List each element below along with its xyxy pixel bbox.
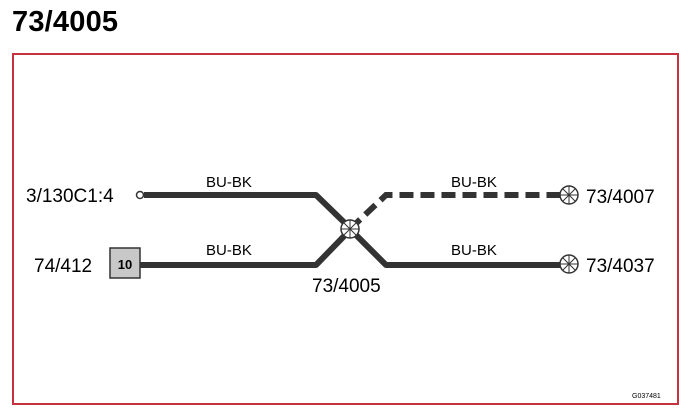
wire-color-label-right-bottom: BU-BK [451, 242, 497, 259]
splice-label: 73/4005 [312, 276, 381, 297]
connector-label-left-top: 3/130C1:4 [26, 186, 114, 207]
wire-color-label-left-top: BU-BK [206, 174, 252, 191]
wire-color-label-right-top: BU-BK [451, 174, 497, 191]
splice-icon[interactable] [340, 219, 360, 239]
connector-label-left-bottom: 74/412 [34, 256, 92, 277]
wire-left-top[interactable] [144, 192, 353, 231]
page-title: 73/4005 [12, 6, 119, 38]
figure-code: G037481 [632, 393, 661, 400]
terminal-left-top-icon[interactable] [135, 190, 145, 200]
terminal-right-top-icon[interactable] [559, 185, 579, 205]
wire-color-label-left-bottom: BU-BK [206, 242, 252, 259]
connector-label-right-top: 73/4007 [586, 187, 655, 208]
terminal-right-bottom-icon[interactable] [559, 254, 579, 274]
pin-box-left-bottom[interactable] [109, 247, 141, 279]
wire-right-bottom[interactable] [347, 226, 560, 268]
pin-number-label: 10 [118, 257, 132, 272]
connector-label-right-bottom: 73/4037 [586, 256, 655, 277]
wire-right-top-dashed[interactable] [347, 192, 560, 232]
wire-left-bottom[interactable] [140, 227, 353, 268]
diagram-frame [12, 53, 679, 405]
